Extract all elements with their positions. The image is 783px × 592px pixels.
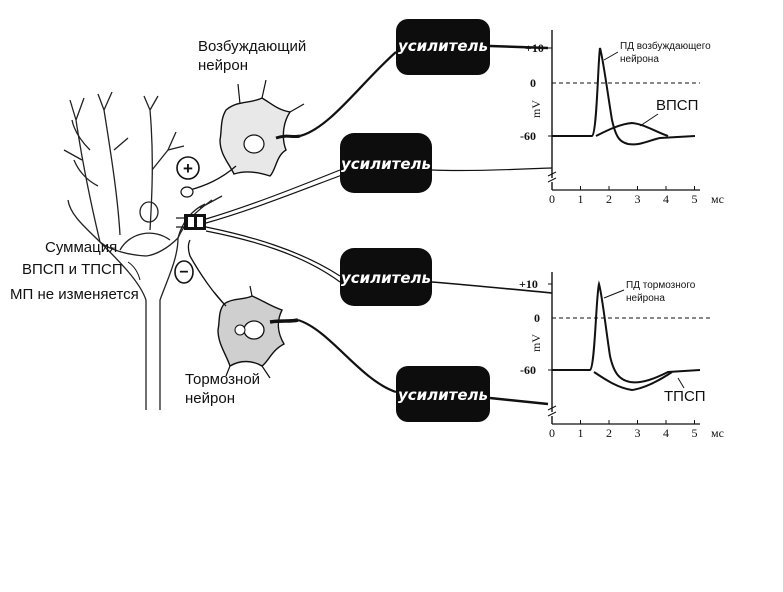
wires [205,44,553,406]
graph-bottom-xunit: мс [711,426,724,440]
graph-bottom-yunit: mV [529,334,543,352]
amplifier-3: усилитель [340,248,432,306]
graph-bottom-annotation-1: ПД тормозного [626,280,696,291]
summation-label-1: Суммация [45,239,117,256]
graph-top-xtick-label: 4 [663,192,669,206]
graph-top-xtick-label: 1 [578,192,584,206]
graph-top-annotation-2: нейрона [620,54,659,65]
graph-bottom-xtick-label: 0 [549,426,555,440]
amplifier-3-label: усилитель [341,269,431,287]
graph-bottom-xtick-label: 5 [692,426,698,440]
graph-bottom-psp-label: ТПСП [664,388,706,405]
inhibitory-neuron [187,239,299,379]
graph-bottom-ytick-minus60: -60 [520,363,536,377]
excitatory-neuron-label-1: Возбуждающий [198,38,306,55]
amplifier-2-label: усилитель [341,155,431,173]
graph-top-xtick-label: 5 [692,192,698,206]
graph-top-annotation-1: ПД возбуждающего [620,40,711,52]
minus-sign-icon: − [174,260,194,284]
amplifier-2: усилитель [340,133,432,193]
graph-top: +10 0 -60 mV 0 1 2 3 4 5 мс ПД возбуждающего н… [520,30,724,206]
graph-bottom-xtick-label: 1 [578,426,584,440]
summation-label-2: ВПСП и ТПСП [22,261,123,278]
graph-top-xunit: мс [711,192,724,206]
graph-top-psp-label: ВПСП [656,97,698,114]
graph-top-xtick-label: 0 [549,192,555,206]
graph-bottom-xtick-label: 3 [635,426,641,440]
inhibitory-neuron-label-2: нейрон [185,390,235,407]
recording-electrode [176,214,206,230]
graph-top-ytick-plus10: +10 [525,41,544,55]
graph-bottom-ytick-0: 0 [534,311,540,325]
excitatory-neuron [180,79,305,198]
postsynaptic-neuron [63,91,223,410]
graph-top-xtick-label: 3 [635,192,641,206]
graph-bottom-ytick-plus10: +10 [519,277,538,291]
amplifier-4-label: усилитель [398,386,488,404]
graph-bottom: +10 0 -60 mV 0 1 2 3 4 5 мс ПД тормозного нейр… [519,272,724,440]
amplifier-1: усилитель [396,19,490,75]
excitatory-neuron-label-2: нейрон [198,57,248,74]
svg-text:−: − [179,264,188,281]
graph-top-xticks: 0 1 2 3 4 5 мс [549,186,724,206]
graph-top-ytick-minus60: -60 [520,129,536,143]
amplifier-1-label: усилитель [398,37,488,55]
summation-label-3: МП не изменяется [10,286,139,303]
amplifier-4: усилитель [396,366,490,422]
graph-bottom-annotation-2: нейрона [626,293,665,304]
graph-bottom-xtick-label: 4 [663,426,669,440]
graph-bottom-xtick-label: 2 [606,426,612,440]
inhibitory-neuron-label-1: Тормозной [185,371,260,388]
graph-bottom-xticks: 0 1 2 3 4 5 мс [549,420,724,440]
graph-top-ytick-0: 0 [530,76,536,90]
plus-sign-icon: + [176,156,200,180]
graph-top-yunit: mV [529,100,543,118]
graph-top-xtick-label: 2 [606,192,612,206]
svg-text:+: + [183,159,193,178]
